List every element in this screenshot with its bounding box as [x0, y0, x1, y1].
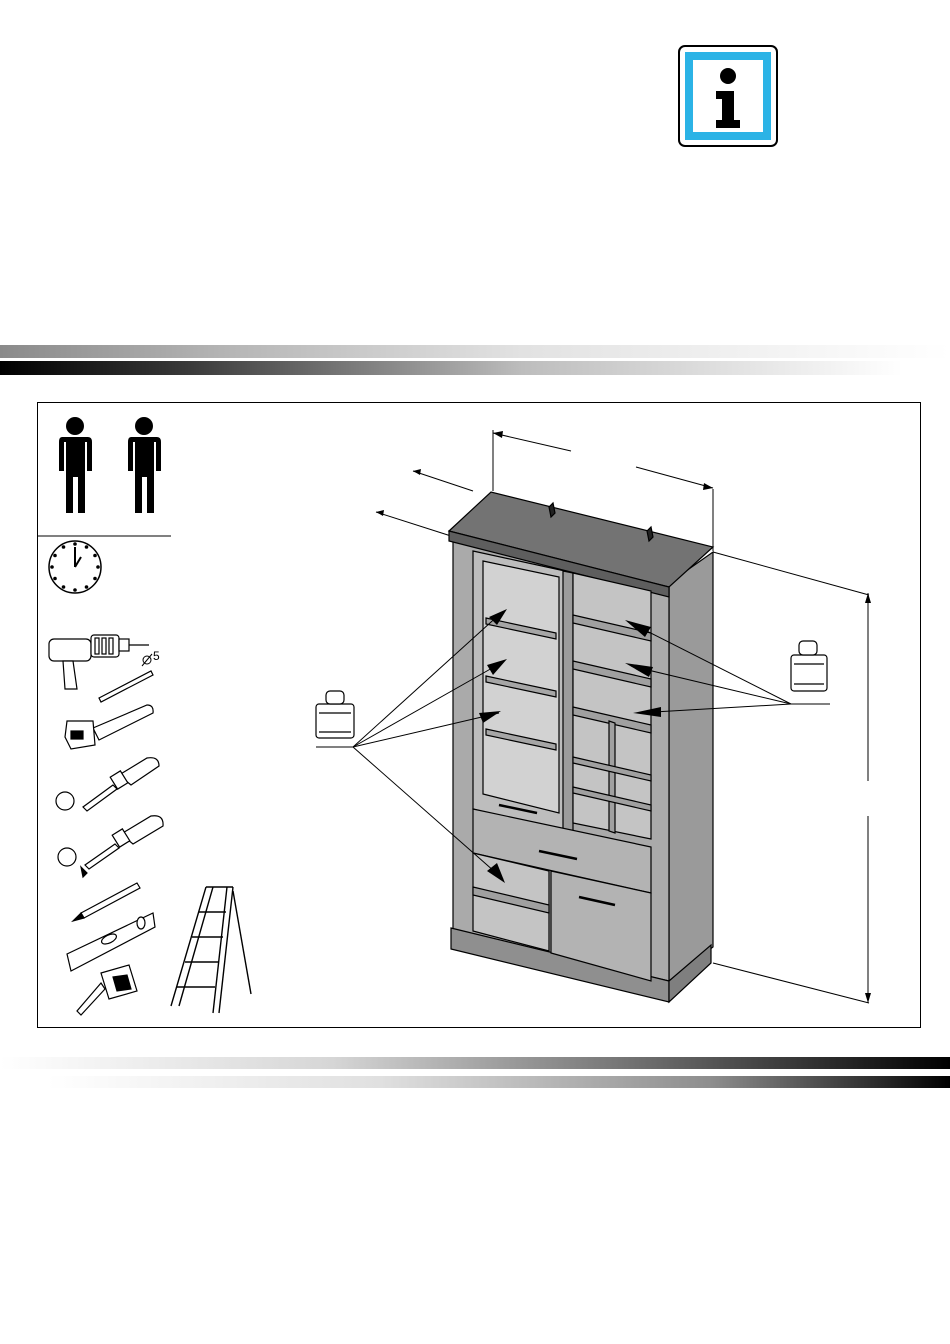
weight-icon	[316, 691, 354, 738]
header-band-light	[0, 345, 950, 358]
step-ladder-icon	[171, 887, 251, 1013]
diameter-symbol	[142, 654, 152, 666]
drill-icon	[49, 635, 153, 702]
phillips-screwdriver-icon	[58, 816, 163, 877]
footer-band-2	[0, 1076, 950, 1088]
tape-measure-icon	[77, 965, 137, 1015]
person-icon	[128, 417, 161, 513]
clock-icon	[49, 541, 101, 593]
info-sign	[678, 45, 778, 147]
header-band-dark	[0, 361, 950, 375]
drill-bit-size: 5	[153, 649, 160, 663]
spirit-level-icon	[67, 913, 155, 971]
assembly-panel: 5	[37, 402, 921, 1028]
assembly-drawing: 5	[38, 403, 920, 1027]
person-icon	[59, 417, 92, 513]
weight-icon	[791, 641, 827, 691]
hammer-icon	[65, 705, 153, 749]
footer-band-1	[0, 1057, 950, 1069]
flathead-screwdriver-icon	[56, 758, 159, 811]
info-icon	[678, 45, 778, 147]
pencil-icon	[73, 883, 140, 921]
cabinet-illustration	[449, 492, 713, 1002]
